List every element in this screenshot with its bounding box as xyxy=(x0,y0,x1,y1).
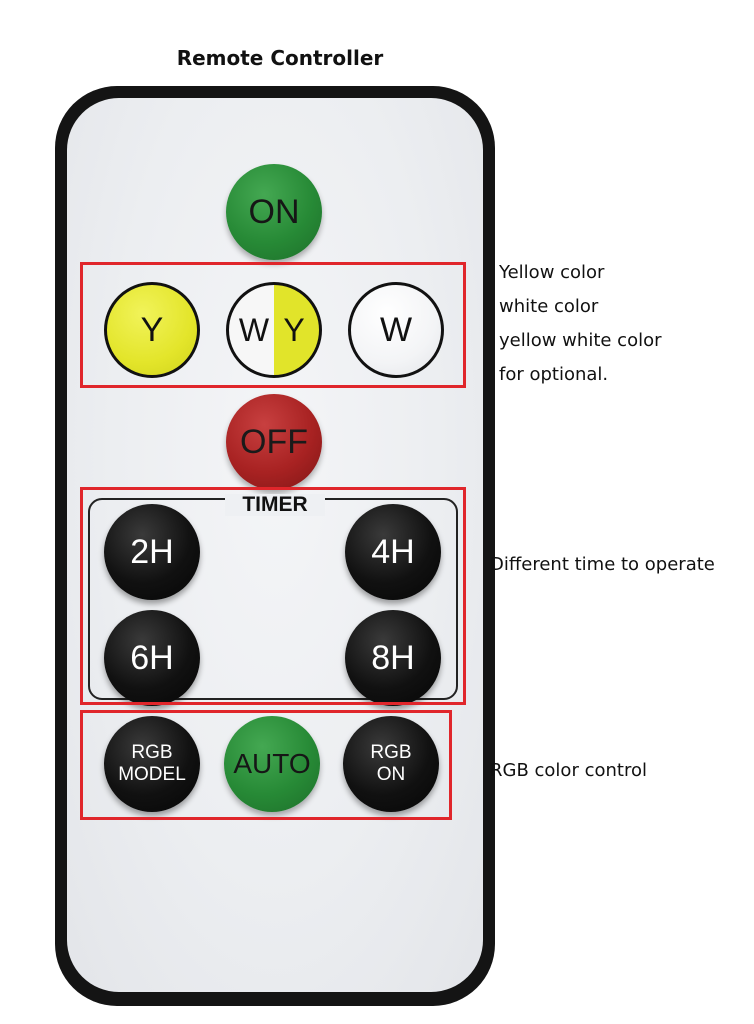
on-button[interactable]: ON xyxy=(226,164,322,260)
rgb-on-button[interactable]: RGB ON xyxy=(343,716,439,812)
yellow-button[interactable]: Y xyxy=(104,282,200,378)
yellow-white-button-label-y: Y xyxy=(283,311,305,348)
white-button-label: W xyxy=(379,310,413,349)
off-button[interactable]: OFF xyxy=(226,394,322,490)
timer-8h-button[interactable]: 8H xyxy=(345,610,441,706)
auto-button[interactable]: AUTO xyxy=(224,716,320,812)
timer-annotation: Different time to operate xyxy=(490,548,715,582)
timer-4h-label: 4H xyxy=(371,532,415,571)
page-title: Remote Controller xyxy=(176,46,384,70)
timer-group-highlight xyxy=(80,487,466,705)
rgb-model-label-line2: MODEL xyxy=(118,764,186,785)
color-annotation: Yellow color white color yellow white co… xyxy=(499,256,662,392)
white-button[interactable]: W xyxy=(348,282,444,378)
rgb-on-label-line2: ON xyxy=(376,764,406,785)
color-annotation-line: yellow white color xyxy=(499,330,662,351)
color-annotation-line: white color xyxy=(499,296,599,317)
timer-label: TIMER xyxy=(225,494,325,516)
rgb-annotation-text: RGB color control xyxy=(490,760,647,781)
timer-8h-label: 8H xyxy=(371,638,415,677)
timer-2h-button[interactable]: 2H xyxy=(104,504,200,600)
color-group-highlight xyxy=(80,262,466,388)
yellow-white-button-label-w: W xyxy=(238,311,270,348)
color-annotation-line: for optional. xyxy=(499,364,609,385)
rgb-model-label-line1: RGB xyxy=(131,742,173,763)
rgb-model-button[interactable]: RGB MODEL xyxy=(104,716,200,812)
rgb-on-label-line1: RGB xyxy=(370,742,412,763)
timer-6h-label: 6H xyxy=(130,638,174,677)
rgb-annotation: RGB color control xyxy=(490,754,647,788)
timer-4h-button[interactable]: 4H xyxy=(345,504,441,600)
yellow-button-label: Y xyxy=(140,310,164,349)
timer-6h-button[interactable]: 6H xyxy=(104,610,200,706)
timer-annotation-text: Different time to operate xyxy=(490,554,715,575)
on-button-label: ON xyxy=(248,192,300,231)
rgb-group-highlight xyxy=(80,710,452,820)
off-button-label: OFF xyxy=(240,422,308,461)
auto-button-label: AUTO xyxy=(233,748,311,779)
timer-2h-label: 2H xyxy=(130,532,174,571)
color-annotation-line: Yellow color xyxy=(499,262,605,283)
